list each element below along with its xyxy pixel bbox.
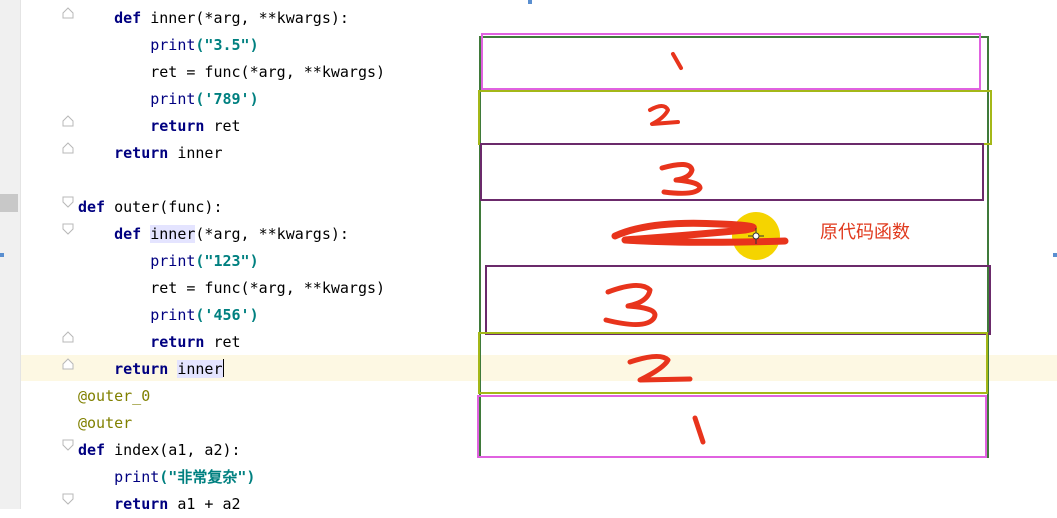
code-line[interactable]: print("123") — [78, 248, 385, 275]
code-line[interactable]: def index(a1, a2): — [78, 437, 385, 464]
code-token: ('456') — [195, 306, 259, 324]
code-token: print — [114, 468, 160, 486]
code-token: ret — [204, 117, 241, 135]
code-token: return — [114, 144, 169, 162]
box-3-bottom — [485, 265, 991, 335]
code-token: inner — [177, 360, 223, 378]
code-line[interactable]: ret = func(*arg, **kwargs) — [78, 59, 385, 86]
code-line[interactable]: return ret — [78, 329, 385, 356]
fold-marker-icon[interactable] — [62, 439, 74, 451]
crosshair-cursor-icon — [748, 228, 764, 244]
code-line[interactable]: return inner — [78, 140, 385, 167]
code-line[interactable]: def inner(*arg, **kwargs): — [78, 5, 385, 32]
code-token: print — [150, 90, 196, 108]
code-token: ("123") — [195, 252, 259, 270]
code-token: @outer_0 — [78, 387, 151, 405]
fold-end-icon[interactable] — [62, 115, 74, 127]
digit-1-bottom — [692, 415, 706, 445]
code-line[interactable]: @outer_0 — [78, 383, 385, 410]
code-token: ret = func(*arg, **kwargs) — [78, 279, 386, 297]
code-token: print — [150, 36, 196, 54]
edge-marker — [0, 253, 4, 257]
editor-gutter — [0, 0, 21, 509]
digit-2-top — [648, 104, 680, 126]
digit-3-top — [659, 162, 703, 196]
code-token: outer(func): — [105, 198, 223, 216]
code-token: ('789') — [195, 90, 259, 108]
code-token: ("3.5") — [195, 36, 259, 54]
code-line[interactable]: ret = func(*arg, **kwargs) — [78, 275, 385, 302]
fold-marker-icon[interactable] — [62, 223, 74, 235]
digit-1-top — [671, 52, 683, 70]
code-token: (*arg, **kwargs): — [195, 225, 349, 243]
code-token: ("非常复杂") — [159, 468, 256, 486]
text-caret — [222, 359, 224, 377]
code-line[interactable]: @outer — [78, 410, 385, 437]
code-line[interactable]: def outer(func): — [78, 194, 385, 221]
digit-3-bottom — [603, 283, 658, 327]
fold-end-icon[interactable] — [62, 358, 74, 370]
fold-marker-icon[interactable] — [62, 493, 74, 505]
code-token: inner(*arg, **kwargs): — [141, 9, 349, 27]
edge-marker — [1053, 253, 1057, 257]
code-token: @outer — [78, 414, 133, 432]
code-token: inner — [150, 225, 196, 243]
code-line[interactable]: print('789') — [78, 86, 385, 113]
fold-end-icon[interactable] — [62, 331, 74, 343]
box-2-top — [478, 90, 992, 145]
code-token: return — [114, 360, 169, 378]
code-token: return — [150, 333, 205, 351]
code-token: def — [114, 225, 142, 243]
code-token: ret = func(*arg, **kwargs) — [78, 63, 386, 81]
fold-marker-icon[interactable] — [62, 196, 74, 208]
code-line[interactable]: print("非常复杂") — [78, 464, 385, 491]
gutter-scroll-marker — [0, 194, 18, 212]
code-token: print — [150, 306, 196, 324]
code-line[interactable]: print('456') — [78, 302, 385, 329]
code-token: print — [150, 252, 196, 270]
code-token: ret — [204, 333, 241, 351]
code-line[interactable]: def inner(*arg, **kwargs): — [78, 221, 385, 248]
code-token: def — [114, 9, 142, 27]
fold-marker-icon[interactable] — [62, 7, 74, 19]
code-token: def — [78, 441, 106, 459]
box-2-bottom — [478, 332, 988, 394]
original-code-function-label: 原代码函数 — [820, 222, 910, 243]
box-3-top — [480, 143, 984, 201]
code-token: inner — [168, 144, 223, 162]
code-line[interactable]: print("3.5") — [78, 32, 385, 59]
code-line[interactable]: return ret — [78, 113, 385, 140]
code-token: index(a1, a2): — [105, 441, 241, 459]
box-1-top — [481, 33, 981, 90]
edge-marker — [528, 0, 532, 4]
fold-end-icon[interactable] — [62, 142, 74, 154]
code-token: return — [150, 117, 205, 135]
code-line[interactable]: return inner — [78, 356, 385, 383]
digit-2-bottom — [627, 354, 693, 383]
code-token: def — [78, 198, 106, 216]
red-scribble — [611, 219, 789, 246]
box-1-bottom — [477, 395, 987, 458]
